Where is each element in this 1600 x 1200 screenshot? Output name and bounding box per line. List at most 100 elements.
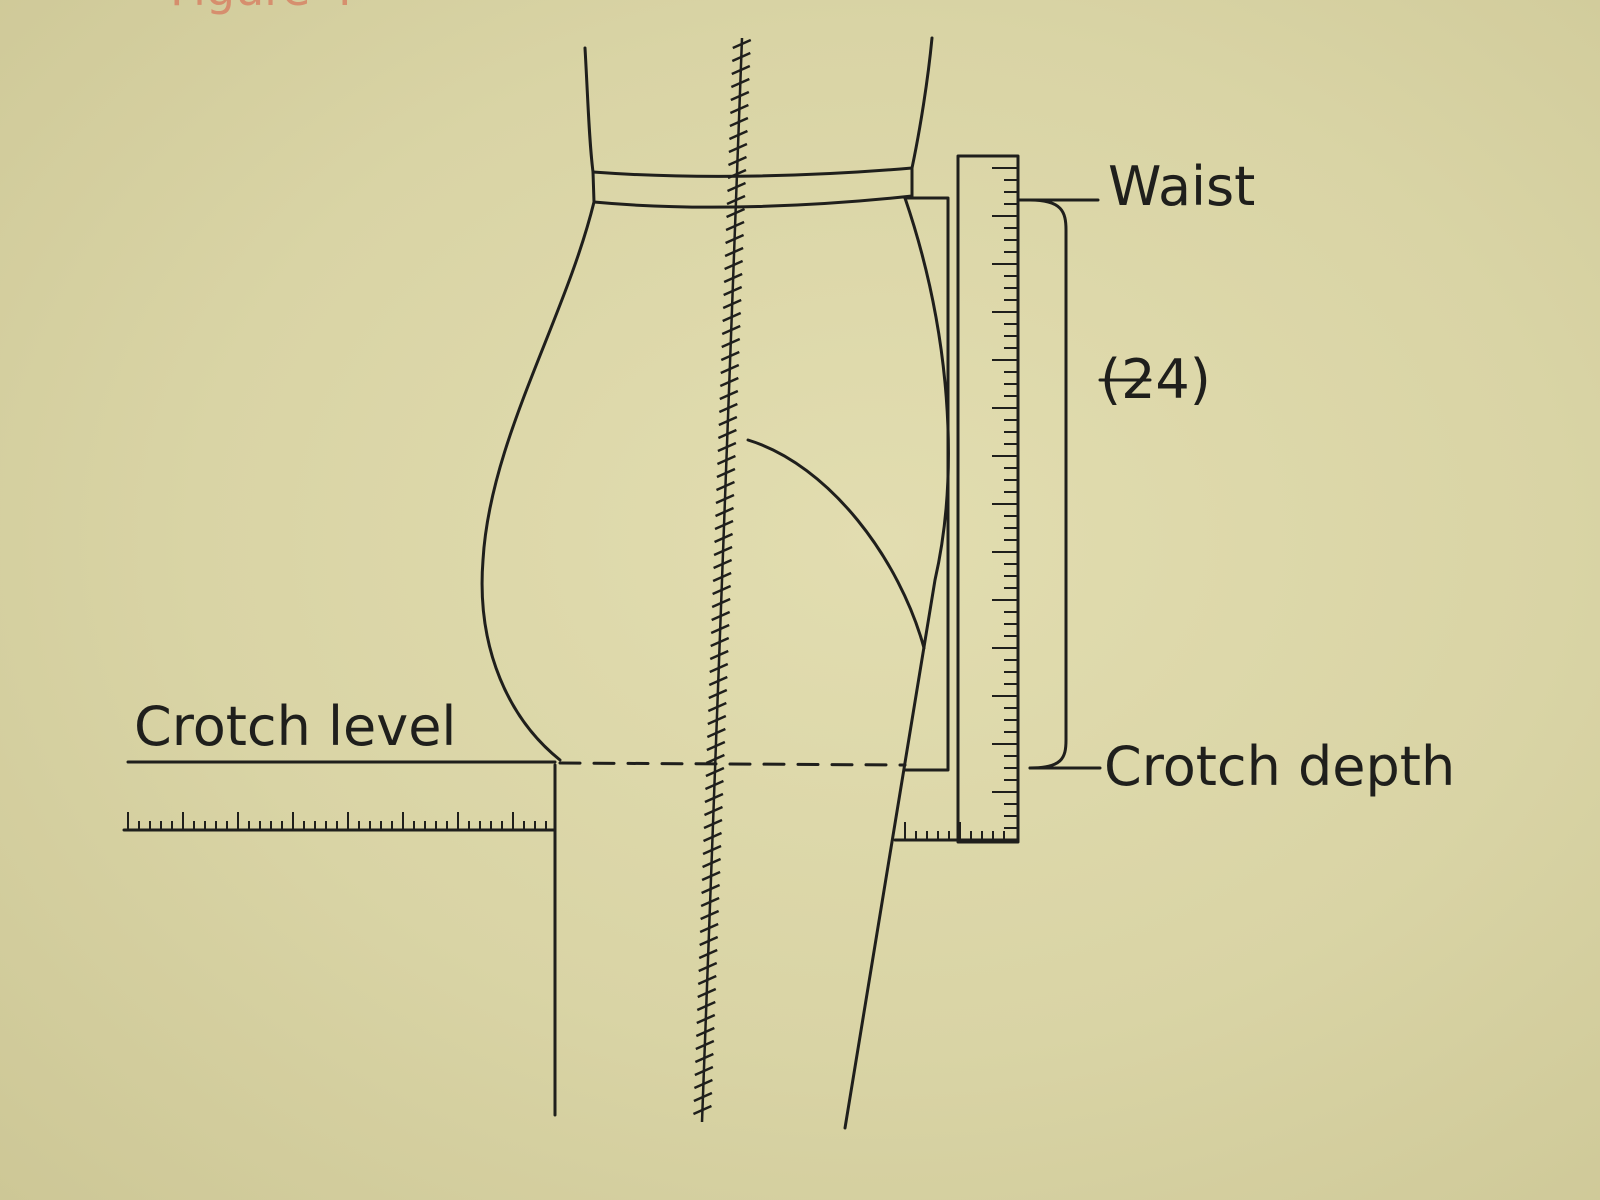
center-seam-zipper <box>692 37 752 1123</box>
zipper-hatch <box>719 389 739 401</box>
vertical-ruler-ticks <box>992 167 1018 829</box>
zipper-hatch <box>698 948 718 960</box>
zipper-hatch <box>703 805 723 817</box>
zipper-hatch <box>697 987 717 999</box>
zipper-hatch <box>732 38 752 50</box>
zipper-hatch <box>699 922 719 934</box>
zipper-hatch <box>713 545 733 557</box>
zipper-hatch <box>723 272 743 284</box>
zipper-hatch <box>721 324 741 336</box>
zipper-hatch <box>716 454 736 466</box>
zipper-hatch <box>704 779 724 791</box>
zipper-hatch <box>723 285 743 297</box>
zipper-hatch <box>719 376 739 388</box>
zipper-hatch <box>706 727 726 739</box>
zipper-hatch <box>709 662 729 674</box>
waist-band-bottom <box>592 194 914 209</box>
zipper-hatch <box>715 506 735 518</box>
zipper-hatch <box>696 1013 716 1025</box>
zipper-hatch <box>727 168 747 180</box>
zipper-hatch <box>710 636 730 648</box>
zipper-hatch <box>708 688 728 700</box>
curved-seam <box>746 438 926 650</box>
zipper-hatch <box>702 844 722 856</box>
zipper-hatch <box>720 363 740 375</box>
zipper-hatch <box>698 961 718 973</box>
left-ruler-ticks <box>127 812 547 830</box>
zipper-hatch <box>693 1091 713 1103</box>
zipper-hatch <box>715 493 735 505</box>
zipper-hatch <box>721 337 741 349</box>
zipper-hatch <box>704 792 724 804</box>
zipper-hatch <box>714 519 734 531</box>
vertical-ruler <box>956 154 1020 844</box>
waist-label: Waist <box>1108 155 1256 218</box>
zipper-hatch <box>718 402 738 414</box>
zipper-hatch <box>709 649 729 661</box>
form-left-shoulder-line <box>583 46 595 174</box>
zipper-hatch <box>703 831 723 843</box>
zipper-hatch <box>731 51 751 63</box>
zipper-hatch <box>701 883 721 895</box>
waist-band-left-edge <box>591 170 596 204</box>
zipper-hatch <box>711 610 731 622</box>
zipper-hatch <box>699 935 719 947</box>
zipper-hatch <box>730 77 750 89</box>
crotch-level-label: Crotch level <box>134 695 457 758</box>
zipper-hatch <box>694 1052 714 1064</box>
zipper-hatch <box>727 155 747 167</box>
zipper-hatch <box>707 714 727 726</box>
zipper-hatch <box>724 246 744 258</box>
zipper-hatch <box>729 103 749 115</box>
zipper-hatch <box>724 259 744 271</box>
zipper-hatch <box>728 129 748 141</box>
zipper-hatch <box>718 415 738 427</box>
zipper-hatch <box>706 740 726 752</box>
crotch-dashed-line <box>558 761 907 767</box>
zipper-hatch <box>697 974 717 986</box>
zipper-hatch <box>695 1039 715 1051</box>
zipper-hatch <box>701 870 721 882</box>
zipper-hatch <box>720 350 740 362</box>
crotch-depth-label: Crotch depth <box>1104 735 1456 798</box>
zipper-hatch <box>695 1026 715 1038</box>
zipper-hatch <box>710 623 730 635</box>
zipper-hatch <box>716 467 736 479</box>
zipper-hatch <box>725 220 745 232</box>
zipper-hatch <box>717 428 737 440</box>
figure-heading: Figure 4 <box>170 0 354 12</box>
right-ruler-ticks <box>904 822 1005 840</box>
zipper-hatch <box>726 207 746 219</box>
form-right-shoulder-line <box>910 36 934 170</box>
zipper-hatch <box>694 1065 714 1077</box>
zipper-hatch <box>722 311 742 323</box>
zipper-hatch <box>711 597 731 609</box>
form-right-side-outline <box>843 196 950 1130</box>
zipper-hatch <box>731 64 751 76</box>
zipper-hatch <box>703 818 723 830</box>
zipper-hatch <box>700 896 720 908</box>
zipper-hatch <box>728 142 748 154</box>
zipper-hatch <box>730 90 750 102</box>
zipper-hatch <box>692 1104 712 1116</box>
crotch-depth-bracket <box>1028 198 1068 770</box>
measurement-label: (24) <box>1100 348 1211 411</box>
zipper-hatch <box>726 194 746 206</box>
zipper-hatch <box>712 571 732 583</box>
zipper-hatch <box>726 181 747 193</box>
zipper-hatch <box>725 233 745 245</box>
zipper-hatch <box>696 1000 716 1012</box>
zipper-hatch <box>702 857 722 869</box>
form-left-hip-outline <box>480 200 596 762</box>
zipper-hatch <box>693 1078 713 1090</box>
zipper-hatch <box>708 675 728 687</box>
zipper-hatch <box>712 584 732 596</box>
waist-band-top <box>591 166 914 178</box>
zipper-hatch <box>729 116 749 128</box>
ruler-backing-edge <box>903 196 950 772</box>
zipper-hatch <box>700 909 720 921</box>
zipper-hatch <box>713 558 733 570</box>
zipper-hatch <box>705 753 725 765</box>
